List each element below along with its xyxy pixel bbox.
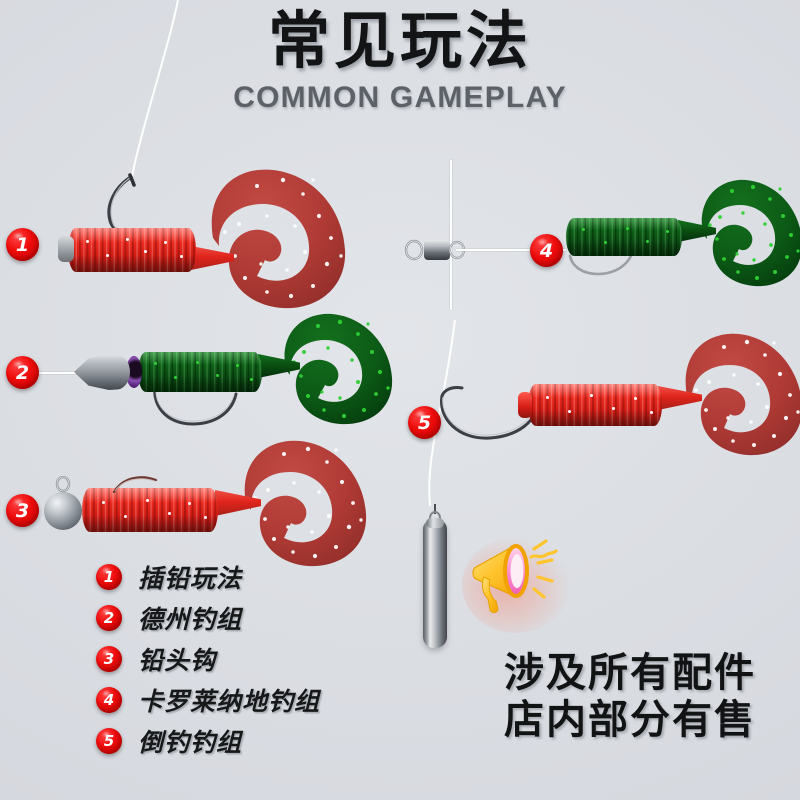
diagram-2-texas-rig: 2 xyxy=(0,300,400,450)
red-grub-worm-5 xyxy=(528,384,662,426)
bullet-sinker-2 xyxy=(74,354,130,390)
legend-label-1: 插铅玩法 xyxy=(138,564,243,593)
curly-tail-1 xyxy=(195,160,360,315)
curly-tail-5 xyxy=(670,326,800,461)
worm-nose-1 xyxy=(58,236,74,262)
jig-head-ball-3 xyxy=(44,492,82,530)
purple-bead-2 xyxy=(126,356,142,388)
promo-line-1: 涉及所有配件 xyxy=(504,650,756,696)
poster-header: 常见玩法 COMMON GAMEPLAY xyxy=(0,4,800,115)
main-line-4 xyxy=(450,160,452,310)
legend-item-4[interactable]: 4 卡罗莱纳地钓组 xyxy=(96,681,320,719)
legend-badge-2: 2 xyxy=(96,605,122,631)
promo-text: 涉及所有配件 店内部分有售 xyxy=(470,650,790,744)
drop-shot-weight-5 xyxy=(423,520,447,648)
red-grub-worm-1 xyxy=(68,228,196,272)
legend-badge-1: 1 xyxy=(96,564,122,590)
diagram-1-texas-weightless-rig: 1 xyxy=(0,0,360,309)
jig-eyelet-3 xyxy=(52,475,74,503)
page-title-en: COMMON GAMEPLAY xyxy=(233,80,567,114)
worm-nose-5 xyxy=(518,392,532,418)
diagram-number-badge-5: 5 xyxy=(408,406,441,439)
megaphone-icon xyxy=(462,533,570,633)
diagram-3-jig-head-rig: 3 xyxy=(0,430,400,575)
legend-label-4: 卡罗莱纳地钓组 xyxy=(138,687,321,716)
promo-line-2: 店内部分有售 xyxy=(504,697,756,744)
legend-item-3[interactable]: 3 铅头钩 xyxy=(96,640,320,678)
legend-item-5[interactable]: 5 倒钓钓组 xyxy=(96,722,320,760)
curly-tail-4 xyxy=(688,174,800,290)
diagram-number-badge-4: 4 xyxy=(530,234,563,267)
green-grub-worm-4 xyxy=(566,218,682,256)
diagram-number-badge-2: 2 xyxy=(6,356,39,389)
legend-label-5: 倒钓钓组 xyxy=(138,728,243,757)
green-grub-worm-2 xyxy=(138,352,262,392)
diagram-4-carolina-rig: 4 xyxy=(400,160,800,310)
barrel-swivel-4 xyxy=(404,234,474,271)
legend-badge-4: 4 xyxy=(96,687,122,713)
legend-label-3: 铅头钩 xyxy=(138,646,217,675)
diagram-number-badge-3: 3 xyxy=(6,494,39,527)
fishing-line-2 xyxy=(38,372,80,374)
diagram-5-drop-shot-rig: 5 xyxy=(400,319,800,680)
legend-label-2: 德州钓组 xyxy=(138,605,243,634)
legend-badge-5: 5 xyxy=(96,728,122,754)
curly-tail-3 xyxy=(228,432,378,572)
leader-line-4 xyxy=(456,249,566,251)
diagram-number-badge-1: 1 xyxy=(6,228,39,261)
legend-item-1[interactable]: 1 插铅玩法 xyxy=(96,558,320,596)
legend-item-2[interactable]: 2 德州钓组 xyxy=(96,599,320,637)
fishing-line-1 xyxy=(100,0,190,210)
red-grub-worm-3 xyxy=(82,488,218,532)
legend-badge-3: 3 xyxy=(96,646,122,672)
legend-list: 1 插铅玩法 2 德州钓组 3 铅头钩 4 卡罗莱纳地钓组 5 xyxy=(96,558,320,763)
hook-point-3 xyxy=(112,470,162,496)
page-title-cn: 常见玩法 xyxy=(267,4,532,77)
offset-hook-2 xyxy=(144,378,244,438)
drop-shot-weight-cap-5 xyxy=(426,518,444,528)
curly-tail-2 xyxy=(270,308,400,428)
